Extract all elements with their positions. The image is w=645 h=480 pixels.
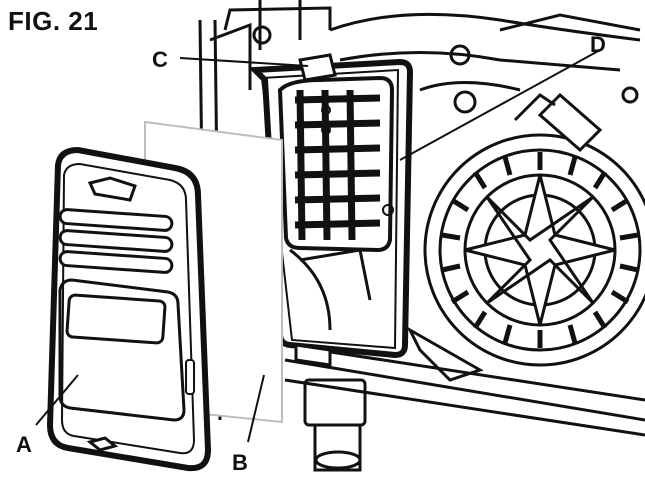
figure-title: FIG. 21: [8, 6, 99, 36]
cover-slots: [58, 208, 174, 274]
callout-b: B: [232, 450, 248, 475]
callout-d: D: [590, 32, 606, 57]
generator-frame: [198, 0, 645, 472]
callout-a: A: [16, 432, 32, 457]
fan-vents: [441, 152, 639, 348]
leader-lines: [35, 49, 601, 443]
air-filter-cover: [46, 146, 212, 472]
filter-grid: [294, 89, 381, 241]
recoil-starter-fan: [423, 92, 645, 367]
callout-c: C: [152, 47, 168, 72]
air-filter-housing: [248, 53, 414, 367]
